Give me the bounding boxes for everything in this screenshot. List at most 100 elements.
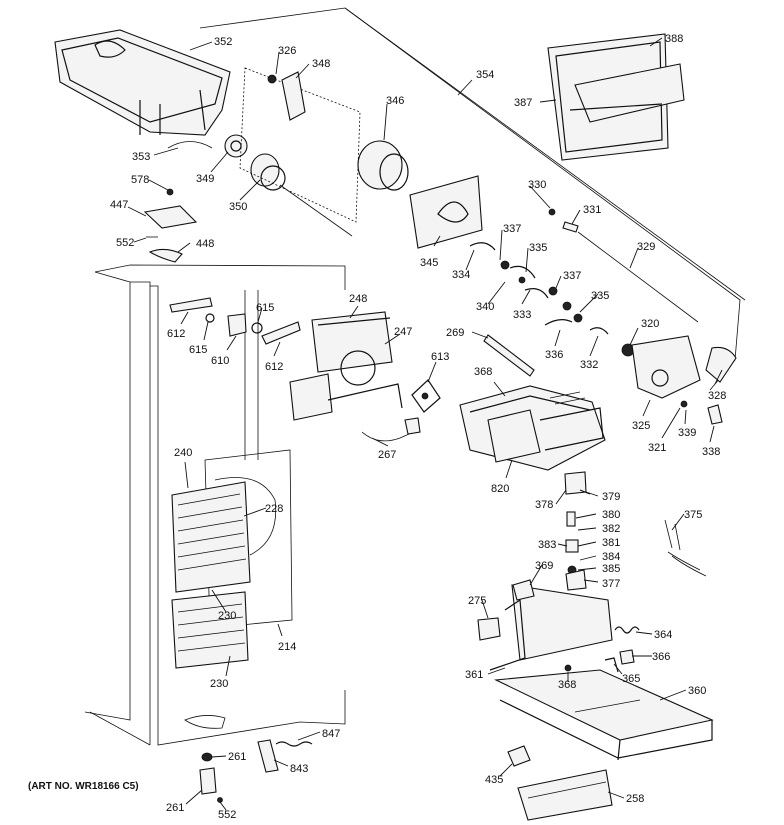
label-267: 267	[378, 449, 396, 461]
label-338: 338	[702, 446, 720, 458]
small-brackets-left	[143, 188, 198, 263]
label-332: 332	[580, 359, 598, 371]
label-230-upper: 230	[218, 610, 236, 622]
label-448: 448	[196, 238, 214, 250]
label-333: 333	[513, 309, 531, 321]
label-336: 336	[545, 349, 563, 361]
wire-harness-375	[664, 519, 707, 577]
label-364: 364	[654, 629, 672, 641]
label-380: 380	[602, 509, 620, 521]
leader-lines	[127, 37, 723, 811]
dispenser-control	[477, 579, 613, 671]
label-361: 361	[465, 669, 483, 681]
label-612-right: 612	[265, 361, 283, 373]
auger-drive-parts	[167, 67, 361, 237]
label-334: 334	[452, 269, 470, 281]
bottom-left-parts	[199, 739, 313, 803]
label-368-lower: 368	[558, 679, 576, 691]
label-331: 331	[583, 204, 601, 216]
label-612-left: 612	[167, 328, 185, 340]
label-325: 325	[632, 420, 650, 432]
label-348: 348	[312, 58, 330, 70]
label-360: 360	[688, 685, 706, 697]
art-number: (ART NO. WR18166 C5)	[28, 781, 139, 792]
label-350: 350	[229, 201, 247, 213]
label-382: 382	[602, 523, 620, 535]
label-615-left: 615	[189, 344, 207, 356]
label-369: 369	[535, 560, 553, 572]
label-381: 381	[602, 537, 620, 549]
label-365: 365	[622, 673, 640, 685]
label-321: 321	[648, 442, 666, 454]
ice-mold	[459, 385, 606, 471]
icemaker-head	[289, 311, 403, 421]
cabinet-outline	[84, 264, 346, 746]
label-349: 349	[196, 173, 214, 185]
label-258: 258	[626, 793, 644, 805]
label-447: 447	[110, 199, 128, 211]
label-275: 275	[468, 595, 486, 607]
solenoid-housing	[621, 335, 737, 425]
fan-613	[411, 379, 441, 413]
rod-269	[483, 334, 535, 377]
ice-bucket	[54, 29, 231, 136]
label-354: 354	[476, 69, 494, 81]
label-346: 346	[386, 95, 404, 107]
label-375: 375	[684, 509, 702, 521]
label-248: 248	[349, 293, 367, 305]
label-366: 366	[652, 651, 670, 663]
actuator-rod	[548, 208, 699, 323]
dispenser-door	[547, 33, 685, 161]
label-435: 435	[485, 774, 503, 786]
linkage-parts	[469, 242, 609, 335]
label-340: 340	[476, 301, 494, 313]
label-843: 843	[290, 763, 308, 775]
label-388: 388	[665, 33, 683, 45]
label-379: 379	[602, 491, 620, 503]
label-337-mid: 337	[563, 270, 581, 282]
label-214: 214	[278, 641, 296, 653]
label-261-upper: 261	[228, 751, 246, 763]
bracket-360	[493, 669, 714, 761]
label-384: 384	[602, 551, 620, 563]
label-339: 339	[678, 427, 696, 439]
wire-harness-267	[361, 417, 421, 442]
label-330: 330	[528, 179, 546, 191]
part-labels: 352 326 348 346 354 388 387 353 349 350 …	[110, 33, 726, 821]
label-387: 387	[514, 97, 532, 109]
label-335-mid: 335	[591, 290, 609, 302]
fill-valve-parts	[564, 471, 591, 591]
label-335-top: 335	[529, 242, 547, 254]
label-820: 820	[491, 483, 509, 495]
bottom-parts	[507, 745, 613, 821]
label-230-lower: 230	[210, 678, 228, 690]
label-329: 329	[637, 241, 655, 253]
label-847: 847	[322, 728, 340, 740]
label-353: 353	[132, 151, 150, 163]
label-552-lower: 552	[218, 809, 236, 821]
left-brackets	[169, 297, 301, 345]
label-385: 385	[602, 563, 620, 575]
label-269: 269	[446, 327, 464, 339]
label-552-top: 552	[116, 237, 134, 249]
label-613: 613	[431, 351, 449, 363]
motor-plate	[409, 175, 483, 249]
label-378: 378	[535, 499, 553, 511]
label-578: 578	[131, 174, 149, 186]
label-240: 240	[174, 447, 192, 459]
label-228: 228	[265, 503, 283, 515]
label-610: 610	[211, 355, 229, 367]
label-328: 328	[708, 390, 726, 402]
label-368-top: 368	[474, 366, 492, 378]
label-345: 345	[420, 257, 438, 269]
label-261-lower: 261	[166, 802, 184, 814]
label-383: 383	[538, 539, 556, 551]
label-352: 352	[214, 36, 232, 48]
spring-364	[564, 626, 640, 673]
auger-parts	[267, 71, 409, 191]
label-320: 320	[641, 318, 659, 330]
label-377: 377	[602, 578, 620, 590]
label-326: 326	[278, 45, 296, 57]
label-615-top: 615	[256, 302, 274, 314]
